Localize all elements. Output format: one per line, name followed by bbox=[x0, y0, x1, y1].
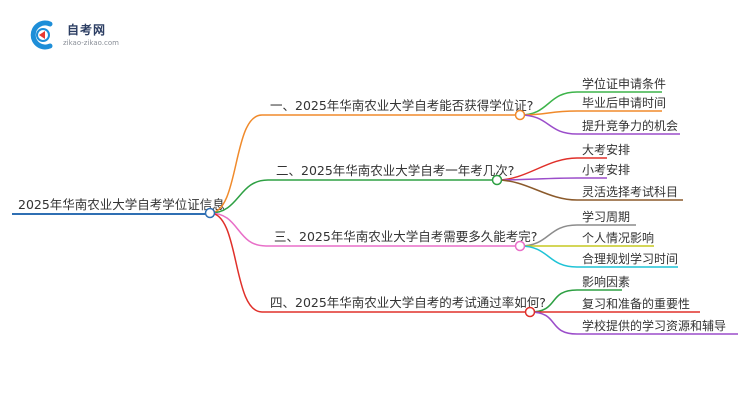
branch-3-leaf-2-label[interactable]: 个人情况影响 bbox=[582, 230, 654, 245]
branch-3-leaf-3-label[interactable]: 合理规划学习时间 bbox=[582, 251, 678, 266]
logo-mark-icon bbox=[30, 20, 53, 50]
branch-2-leaf-2-label[interactable]: 小考安排 bbox=[582, 162, 630, 177]
root-node[interactable] bbox=[204, 207, 216, 219]
branch-4-leaf-1-label[interactable]: 影响因素 bbox=[582, 274, 630, 289]
branch-3-node[interactable] bbox=[514, 240, 526, 252]
branch-2-connector bbox=[209, 179, 269, 214]
branch-4-leaf-2-label[interactable]: 复习和准备的重要性 bbox=[582, 296, 690, 311]
branch-1-leaf-2-label[interactable]: 毕业后申请时间 bbox=[582, 96, 666, 110]
branch-1-connector bbox=[209, 114, 263, 214]
branch-1-leaf-3-connector bbox=[519, 114, 578, 135]
branch-1-node[interactable] bbox=[514, 109, 526, 121]
branch-1-leaf-1-label[interactable]: 学位证申请条件 bbox=[582, 76, 666, 91]
branch-2-node[interactable] bbox=[491, 174, 503, 186]
branch-3-leaf-3-connector bbox=[519, 245, 578, 268]
branch-3-leaf-1-label[interactable]: 学习周期 bbox=[582, 209, 630, 224]
branch-1-label[interactable]: 一、2025年华南农业大学自考能否获得学位证? bbox=[270, 98, 533, 113]
branch-3-connector bbox=[209, 212, 267, 247]
branch-2-leaf-3-label[interactable]: 灵活选择考试科目 bbox=[582, 184, 678, 199]
branch-4-label[interactable]: 四、2025年华南农业大学自考的考试通过率如何? bbox=[270, 295, 546, 310]
logo-url: zikao-zikao.com bbox=[63, 39, 119, 47]
logo-title: 自考网 bbox=[67, 23, 107, 37]
branch-4-node[interactable] bbox=[524, 306, 536, 318]
branch-3-label[interactable]: 三、2025年华南农业大学自考需要多久能考完? bbox=[274, 229, 537, 244]
site-logo[interactable]: 自考网 zikao-zikao.com bbox=[28, 20, 138, 50]
branch-2-leaf-1-label[interactable]: 大考安排 bbox=[582, 142, 630, 157]
branch-4-leaf-3-label[interactable]: 学校提供的学习资源和辅导 bbox=[582, 318, 726, 333]
root-label: 2025年华南农业大学自考学位证信息 bbox=[18, 197, 225, 212]
branch-2-label[interactable]: 二、2025年华南农业大学自考一年考几次? bbox=[276, 163, 514, 178]
branch-1-leaf-3-label[interactable]: 提升竞争力的机会 bbox=[582, 118, 678, 133]
branch-4-connector bbox=[209, 212, 263, 313]
branch-4-leaf-3-connector bbox=[529, 311, 578, 335]
branch-2-leaf-3-connector bbox=[496, 179, 578, 201]
